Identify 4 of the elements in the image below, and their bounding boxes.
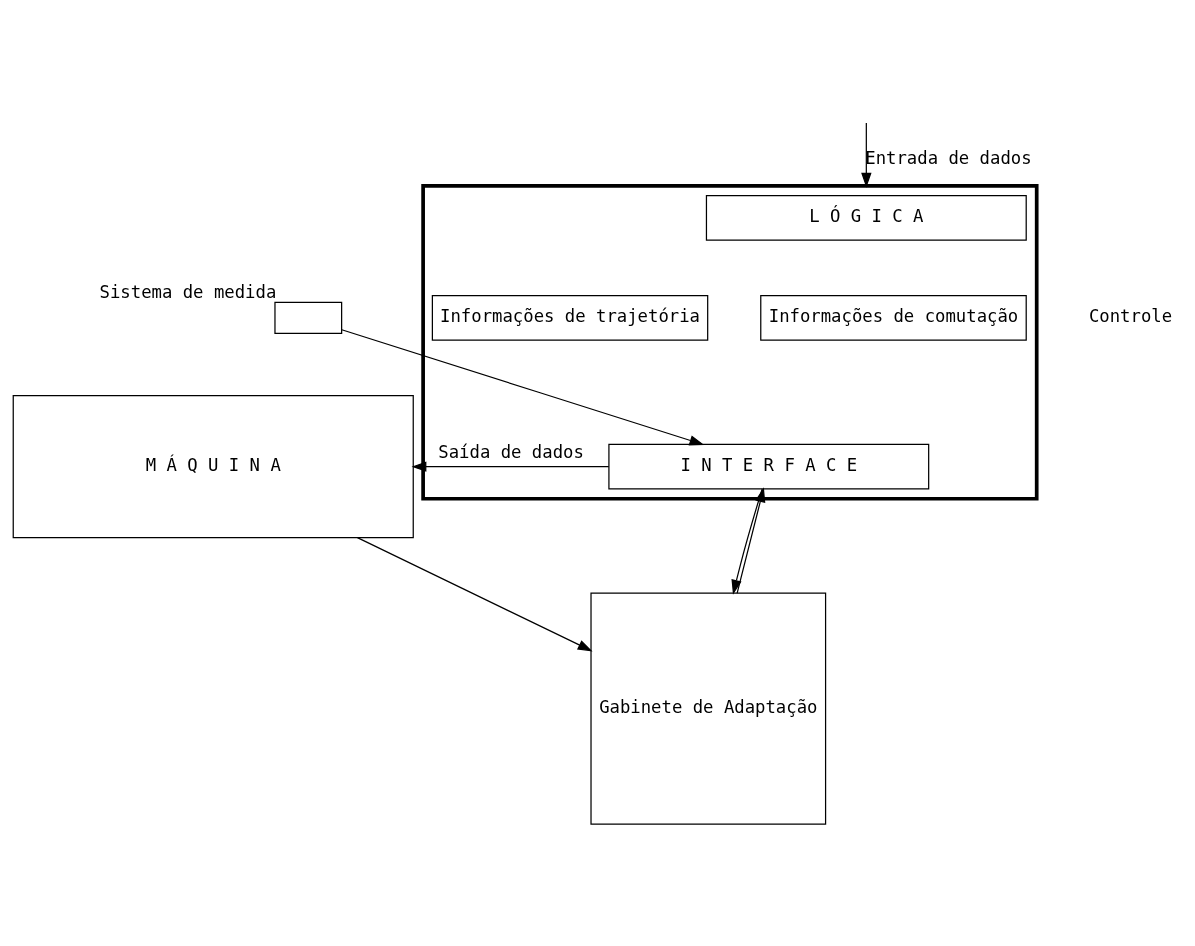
edge-label: Entrada de dados [865,147,1032,168]
node-label: Controle [1088,306,1173,327]
edge-label: Saída de dados [438,442,584,463]
node-label: Sistema de medida [99,281,277,302]
